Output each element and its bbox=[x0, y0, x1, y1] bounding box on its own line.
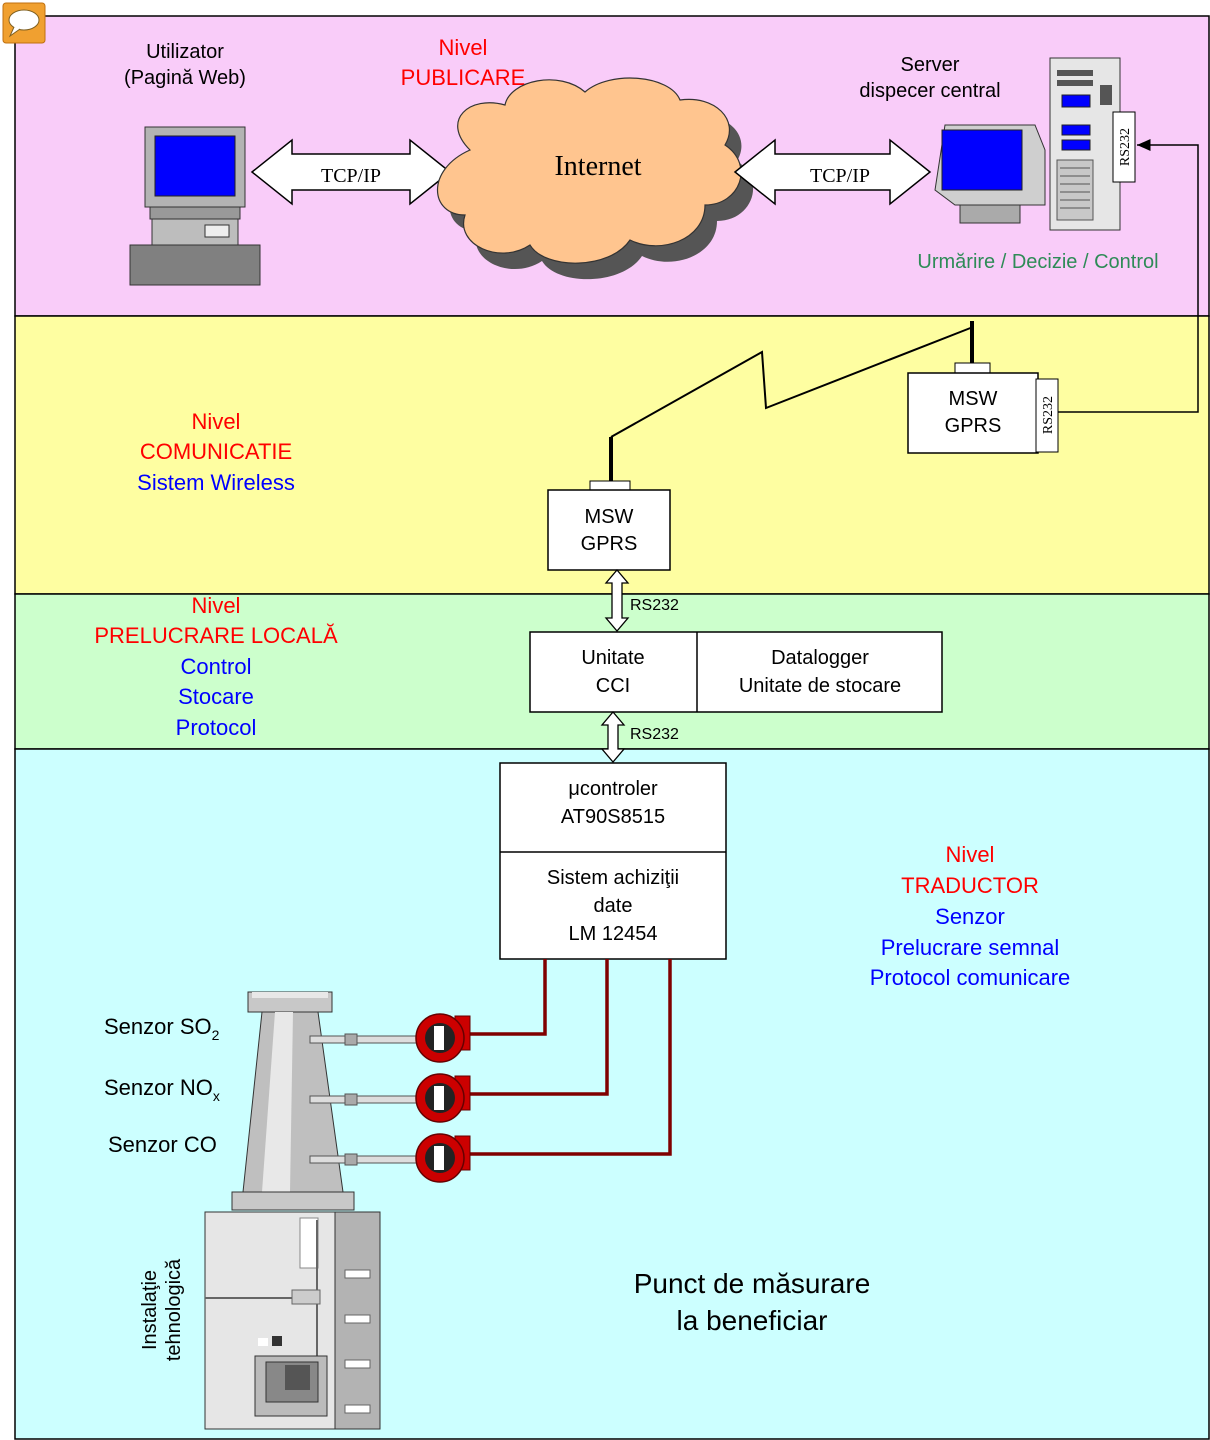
tcp-ip-link-left: TCP/IP bbox=[250, 138, 452, 206]
server-caption: Urmărire / Decizie / Control bbox=[917, 251, 1158, 273]
industrial-installation-icon bbox=[204, 1211, 381, 1430]
rs232-link-bottom: RS232 bbox=[600, 710, 679, 764]
level-publicare-line1: Nivel bbox=[439, 35, 488, 60]
tcp-ip-right-label: TCP/IP bbox=[810, 165, 870, 187]
level-prelucrare-line4: Stocare bbox=[178, 684, 254, 709]
sensor-transducer-icon bbox=[415, 1073, 471, 1123]
level-prelucrare-line1: Nivel bbox=[192, 593, 241, 618]
modem-server-box: MSW GPRS RS232 bbox=[907, 372, 1059, 454]
acquisition-line3: LM 12454 bbox=[569, 923, 658, 945]
modem-server-line1: MSW bbox=[949, 388, 998, 410]
sensor-transducer-icon bbox=[415, 1133, 471, 1183]
measurement-point-line1: Punct de măsurare bbox=[634, 1268, 871, 1299]
installation-line2: tehnologică bbox=[163, 1258, 185, 1361]
server-label-line1: Server bbox=[901, 54, 960, 76]
datalogger-line1: Datalogger bbox=[771, 647, 869, 669]
level-prelucrare-line3: Control bbox=[181, 654, 252, 679]
internet-label: Internet bbox=[554, 151, 641, 182]
server-port-label: RS232 bbox=[1118, 128, 1133, 166]
modem-local-line2: GPRS bbox=[581, 533, 638, 555]
controller-box: μcontroler AT90S8515 Sistem achiziţii da… bbox=[499, 762, 727, 960]
sensor-co-label: Senzor CO bbox=[108, 1132, 217, 1157]
level-prelucrare-line2: PRELUCRARE LOCALĂ bbox=[94, 623, 338, 648]
user-label-line1: Utilizator bbox=[146, 41, 224, 63]
controller-line1: μcontroler bbox=[568, 778, 658, 800]
level-traductor-line1: Nivel bbox=[946, 842, 995, 867]
measurement-point-line2: la beneficiar bbox=[677, 1305, 828, 1336]
rs232-bottom-label: RS232 bbox=[630, 726, 679, 743]
level-traductor-line2: TRADUCTOR bbox=[901, 873, 1039, 898]
level-comunicatie-line3: Sistem Wireless bbox=[137, 470, 295, 495]
acquisition-line2: date bbox=[594, 895, 633, 917]
cloud-icon: Internet bbox=[436, 77, 754, 280]
sensor-nox bbox=[309, 1073, 471, 1123]
tcp-ip-left-label: TCP/IP bbox=[321, 165, 381, 187]
sensor-transducer-icon bbox=[415, 1013, 471, 1063]
controller-line2: AT90S8515 bbox=[561, 806, 665, 828]
server-tower-icon: RS232 bbox=[1049, 57, 1136, 231]
cci-datalogger-box: Unitate CCI Datalogger Unitate de stocar… bbox=[529, 631, 943, 713]
level-traductor-line5: Protocol comunicare bbox=[870, 965, 1071, 990]
installation-line1: Instalaţie bbox=[139, 1270, 161, 1350]
server-rs232-line bbox=[1057, 139, 1199, 413]
level-prelucrare-line5: Protocol bbox=[176, 715, 257, 740]
sensor-wires bbox=[470, 959, 672, 1156]
wireless-link bbox=[610, 326, 974, 438]
modem-local-box: MSW GPRS bbox=[547, 489, 671, 571]
sensor-co bbox=[309, 1133, 471, 1183]
modem-server-port: RS232 bbox=[1041, 396, 1056, 434]
level-publicare-line2: PUBLICARE bbox=[401, 65, 526, 90]
acquisition-line1: Sistem achiziţii bbox=[547, 867, 679, 889]
modem-local-line1: MSW bbox=[585, 506, 634, 528]
modem-server-line2: GPRS bbox=[945, 415, 1002, 437]
sensor-so2-label: Senzor SO2 bbox=[104, 1014, 220, 1043]
datalogger-line2: Unitate de stocare bbox=[739, 675, 901, 697]
crt-monitor-icon bbox=[934, 124, 1046, 224]
speech-bubble-icon[interactable] bbox=[2, 2, 46, 44]
tcp-ip-link-right: TCP/IP bbox=[733, 138, 932, 206]
sensor-so2 bbox=[309, 1013, 471, 1063]
desktop-computer-icon bbox=[129, 126, 261, 286]
server-label-line2: dispecer central bbox=[859, 80, 1000, 102]
level-traductor-line3: Senzor bbox=[935, 904, 1005, 929]
cci-line2: CCI bbox=[596, 675, 630, 697]
level-traductor-line4: Prelucrare semnal bbox=[881, 935, 1060, 960]
rs232-top-label: RS232 bbox=[630, 597, 679, 614]
level-comunicatie-line2: COMUNICATIE bbox=[140, 439, 292, 464]
level-comunicatie-line1: Nivel bbox=[192, 409, 241, 434]
user-label-line2: (Pagină Web) bbox=[124, 67, 246, 89]
chimney-icon bbox=[231, 991, 355, 1211]
rs232-link-top: RS232 bbox=[604, 568, 679, 633]
cci-line1: Unitate bbox=[581, 647, 644, 669]
sensor-nox-label: Senzor NOx bbox=[104, 1075, 220, 1104]
